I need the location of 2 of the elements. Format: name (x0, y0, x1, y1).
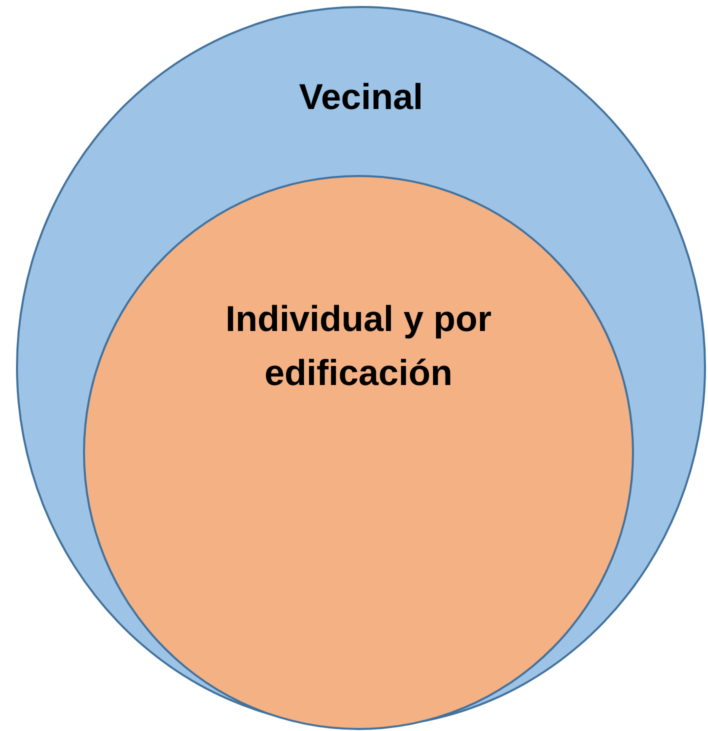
circle-label: Individual y por edificación (224, 297, 493, 395)
circle-label: Vecinal (298, 75, 424, 119)
